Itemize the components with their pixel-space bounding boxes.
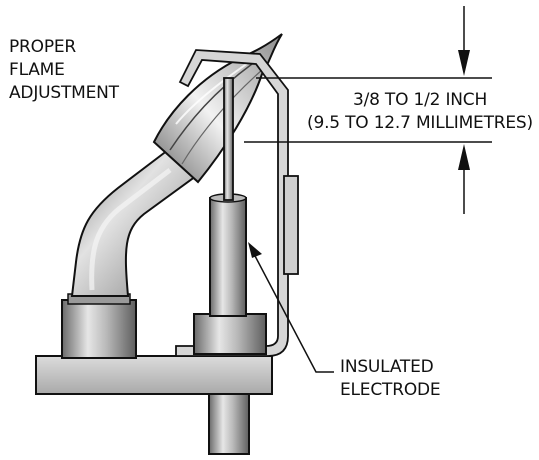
- tube-highlight: [89, 168, 172, 291]
- left-fitting: [61, 299, 137, 359]
- electrode-nut: [193, 313, 267, 355]
- base-plate: [35, 355, 273, 395]
- electrode-label-line-1: INSULATED: [340, 357, 434, 377]
- flame-label-line-3: ADJUSTMENT: [9, 83, 119, 103]
- dimension-arrow-top-head: [458, 50, 470, 76]
- bracket-side-tab: [283, 175, 299, 275]
- flame-shape: [152, 33, 283, 184]
- flame-label-line-1: PROPER: [9, 37, 77, 57]
- flame-inner-streak-1: [169, 63, 253, 151]
- electrode-bracket: [175, 49, 289, 357]
- measurement-mm: (9.5 TO 12.7 MILLIMETRES): [307, 113, 533, 133]
- electrode-rod: [223, 77, 234, 201]
- electrode-insulator: [209, 197, 247, 317]
- measurement-label: 3/8 TO 1/2 INCH (9.5 TO 12.7 MILLIMETRES…: [305, 89, 535, 135]
- dimension-arrow-bottom-head: [458, 144, 470, 170]
- electrode-leader-arrowhead: [248, 242, 262, 258]
- flame-label-line-2: FLAME: [9, 60, 65, 80]
- electrode-leader-line: [253, 253, 334, 373]
- electrode-label: INSULATED ELECTRODE: [340, 356, 441, 402]
- flame-inner-streak-2: [181, 69, 263, 165]
- electrode-label-line-2: ELECTRODE: [340, 380, 441, 400]
- measurement-inch: 3/8 TO 1/2 INCH: [352, 90, 488, 110]
- flame-adjustment-label: PROPER FLAME ADJUSTMENT: [9, 36, 119, 105]
- bottom-stem: [208, 393, 250, 455]
